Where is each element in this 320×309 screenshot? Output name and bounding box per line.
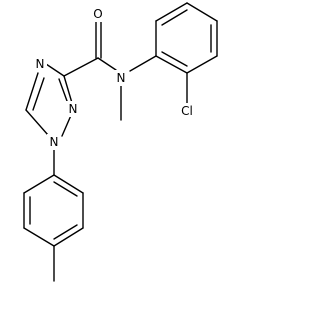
triazole-n1-label: N bbox=[50, 135, 59, 149]
triazole-n2-atom: N bbox=[66, 101, 80, 117]
molecule-structure: O N N N N Cl bbox=[23, 2, 218, 282]
aryl2-bond-5 bbox=[186, 55, 218, 74]
triazole-n2-c3 bbox=[63, 75, 73, 104]
atom-labels: O N N N N Cl bbox=[33, 6, 197, 150]
triazole-n1-atom: N bbox=[47, 134, 61, 150]
amide-nitrogen-label: N bbox=[117, 71, 126, 85]
triazole-c3-n4 bbox=[45, 63, 65, 77]
tolyl-bond-4 bbox=[23, 227, 55, 247]
tolyl-bond-1 bbox=[53, 174, 84, 194]
carbonyl-oxygen-atom: O bbox=[91, 6, 105, 22]
triazole-n2-c3-inner bbox=[58, 78, 68, 102]
carbonyl-triazole-bond bbox=[63, 57, 99, 77]
aryl2-inner-3 bbox=[161, 51, 188, 67]
chlorine-atom: Cl bbox=[177, 103, 197, 119]
aryl2-bond-6 bbox=[155, 55, 188, 74]
n-aryl-bond bbox=[129, 55, 157, 72]
triazole-n4-c5 bbox=[25, 72, 39, 111]
tolyl-bond-3 bbox=[53, 227, 84, 247]
amide-nitrogen-atom: N bbox=[114, 70, 128, 86]
aryl2-bond-3 bbox=[186, 2, 218, 22]
triazole-c5-n1 bbox=[25, 109, 49, 136]
aryl2-inner-1 bbox=[161, 9, 188, 26]
carbonyl-n-bond bbox=[97, 57, 117, 71]
triazole-n4-label: N bbox=[36, 57, 45, 71]
tolyl-inner-1 bbox=[53, 181, 78, 197]
chlorine-label: Cl bbox=[181, 104, 193, 118]
aryl2-bond-2 bbox=[155, 2, 188, 22]
tolyl-bond-6 bbox=[23, 174, 55, 194]
triazole-n2-label: N bbox=[69, 102, 78, 116]
bonds bbox=[23, 2, 218, 282]
triazole-n4-atom: N bbox=[33, 56, 47, 72]
carbonyl-oxygen-label: O bbox=[93, 7, 102, 21]
tolyl-inner-2 bbox=[53, 224, 78, 240]
triazole-n4-c5-inner bbox=[32, 77, 45, 111]
